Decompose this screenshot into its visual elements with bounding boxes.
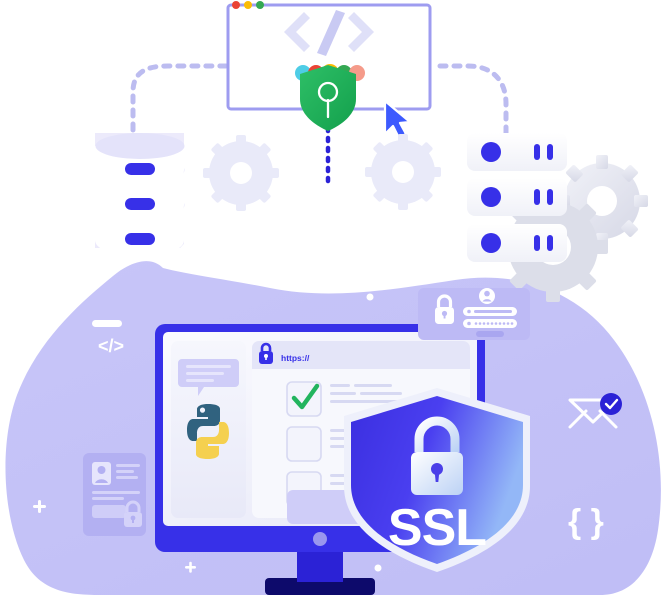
id-card-avatar-head (97, 466, 106, 474)
lock-icon (124, 500, 142, 527)
user-avatar-icon (479, 288, 495, 304)
speech-bubble-lines (186, 365, 231, 382)
traffic-light-red[interactable] (232, 1, 240, 9)
decor-dot-2 (374, 564, 382, 572)
envelope-line-left (568, 409, 588, 429)
password-field[interactable] (463, 319, 517, 328)
decor-dot-1 (366, 293, 374, 301)
server-led-3 (481, 233, 501, 253)
database-cylinder[interactable] (95, 133, 185, 256)
green-shield-shape (300, 65, 356, 131)
user-icon (467, 309, 471, 314)
lock-icon (435, 294, 454, 324)
check-badge-icon (600, 393, 622, 415)
envelope-line-right (598, 409, 618, 429)
ssl-label: SSL (388, 499, 486, 557)
database-disc-1-top (95, 133, 185, 159)
username-value (474, 310, 512, 313)
database-pill-2 (125, 198, 155, 210)
id-card-button[interactable] (92, 505, 126, 518)
identity-card[interactable] (83, 453, 146, 536)
code-tag-icon: </> (92, 320, 124, 356)
server-led-2 (481, 187, 501, 207)
code-glyph-icon (284, 10, 374, 56)
key-icon (467, 321, 471, 326)
padlock-icon (411, 416, 463, 495)
lock-icon (259, 342, 273, 364)
monitor-stand (297, 550, 343, 582)
monitor-base (265, 578, 375, 595)
code-tag-bar (92, 320, 122, 327)
gear-group-center (203, 134, 441, 211)
check-badge-circle (600, 393, 622, 415)
server-bar-1b (547, 144, 553, 160)
traffic-light-green[interactable] (256, 1, 264, 9)
server-rack[interactable] (467, 133, 567, 262)
checkmark-stroke (160, 235, 196, 259)
python-logo (187, 404, 229, 459)
keyhole-icon (317, 81, 339, 119)
server-led-1 (481, 142, 501, 162)
green-keyhole-shield[interactable] (300, 65, 356, 131)
server-bar-1a (534, 144, 540, 160)
server-bar-2b (547, 189, 553, 205)
python-sidebar-panel[interactable] (171, 341, 246, 518)
id-card-text-lines (92, 464, 140, 500)
login-card[interactable] (418, 288, 530, 340)
plus-decoration-2 (185, 561, 196, 573)
login-submit-button[interactable] (476, 331, 504, 337)
server-bar-3a (534, 235, 540, 251)
password-value (474, 322, 514, 325)
curly-braces-icon: { } (568, 503, 604, 541)
code-tag-glyph: </> (98, 336, 124, 356)
gear-icon-right (365, 134, 441, 210)
code-browser-window[interactable] (226, 1, 432, 111)
database-pill-3 (125, 233, 155, 245)
connector-lines (130, 63, 509, 143)
plus-decoration-1 (33, 500, 46, 513)
gear-icon-left (203, 135, 279, 211)
id-card-avatar-body (95, 479, 108, 483)
decorative-marks (33, 293, 382, 573)
traffic-light-yellow[interactable] (244, 1, 252, 9)
username-field[interactable] (463, 307, 517, 316)
checkmark-icon (160, 235, 196, 259)
url-text: https:// (281, 353, 310, 363)
database-pill-1 (125, 163, 155, 175)
browser-urlbar-fill (252, 360, 470, 369)
speech-bubble (178, 359, 239, 396)
monitor-power-dot[interactable] (313, 532, 327, 546)
check-badge-tick (604, 398, 619, 410)
server-bar-2a (534, 189, 540, 205)
checkbox-2[interactable] (286, 426, 322, 462)
ssl-shield-badge[interactable]: SSL (344, 388, 530, 572)
check-mark-1 (291, 383, 320, 410)
server-bar-3b (547, 235, 553, 251)
connector-line-right (437, 63, 509, 143)
connector-line-left (130, 63, 231, 133)
